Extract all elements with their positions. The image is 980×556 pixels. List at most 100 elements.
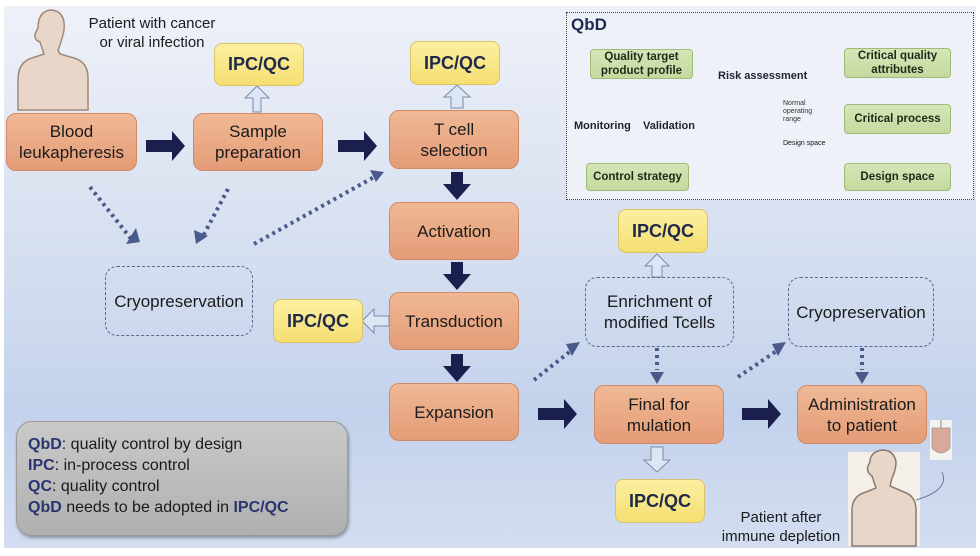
arrow-activation-to-transduction	[443, 262, 471, 290]
patient-bottom-line-1: Patient after	[740, 509, 822, 526]
optional-text: modified Tcells	[603, 313, 716, 332]
optional-text: Enrichment of	[607, 292, 712, 311]
optional-text: Cryopreservation	[796, 302, 926, 322]
legend-key: IPC/QC	[233, 499, 289, 516]
qc-text: IPC/QC	[227, 54, 290, 74]
qc-box-tcell: IPC/QC	[410, 41, 500, 85]
qc-text: IPC/QC	[286, 310, 349, 331]
qbd-node-text: Critical quality	[857, 50, 938, 62]
qc-text: IPC/QC	[631, 220, 694, 241]
normal-line: range	[783, 116, 801, 123]
legend-key: QbD	[28, 436, 62, 453]
arrow-blood-to-sample	[146, 131, 185, 161]
step-text: selection	[420, 140, 488, 160]
legend-line-4: QbD needs to be adopted in IPC/QC	[28, 497, 347, 518]
qbd-node-control-strategy: Control strategy	[586, 163, 689, 191]
optional-cryopreservation-left: Cryopreservation	[105, 266, 253, 336]
patient-top-line-1: Patient with cancer	[88, 15, 216, 32]
validation-label: Validation	[643, 120, 695, 132]
step-expansion: Expansion	[389, 383, 519, 441]
step-text: Blood	[49, 122, 94, 141]
dotted-head-4	[566, 342, 580, 356]
legend-key: QC	[28, 478, 52, 495]
arrow-transduction-to-expansion	[443, 354, 471, 382]
normal-operating-range-label: Normal operating range	[783, 100, 812, 124]
qc-arrow-transduction	[361, 307, 390, 335]
step-text: Expansion	[414, 402, 494, 422]
patient-bottom-icon	[848, 449, 944, 547]
optional-enrichment: Enrichment of modified Tcells	[585, 277, 734, 347]
qbd-node-text: Design space	[860, 171, 935, 183]
legend-text: : quality control	[52, 478, 160, 495]
qbd-node-text: Quality target	[604, 51, 679, 63]
dotted-blood-to-cryo	[88, 185, 134, 242]
arrow-sample-to-tcell	[338, 131, 377, 161]
qc-arrow-enrichment	[643, 253, 671, 278]
step-text: Sample	[229, 122, 287, 141]
dotted-head-5	[650, 372, 664, 384]
qc-box-enrichment: IPC/QC	[618, 209, 708, 253]
dotted-head-3	[370, 170, 384, 182]
qbd-node-text: Critical process	[854, 113, 941, 125]
step-text: leukapheresis	[19, 143, 124, 162]
step-text: to patient	[827, 415, 897, 435]
patient-bottom-label: Patient after immune depletion	[706, 508, 856, 546]
patient-top-line-2: or viral infection	[99, 34, 205, 51]
qbd-node-text: Control strategy	[593, 171, 682, 183]
qc-box-final: IPC/QC	[615, 479, 705, 523]
legend-line-1: QbD: quality control by design	[28, 434, 347, 455]
step-text: Activation	[417, 221, 491, 241]
monitoring-label: Monitoring	[574, 120, 631, 132]
dotted-head-6	[772, 342, 786, 356]
dotted-head-1	[126, 228, 140, 244]
qbd-node-qtpp: Quality target product profile	[590, 49, 693, 79]
step-transduction: Transduction	[389, 292, 519, 350]
dotted-expansion-to-enrichment	[532, 348, 574, 382]
step-activation: Activation	[389, 202, 519, 260]
dotted-sample-to-cryo	[200, 188, 230, 239]
design-space-label: Design space	[783, 140, 826, 147]
qc-text: IPC/QC	[628, 490, 691, 511]
legend-key: IPC	[28, 457, 55, 474]
qbd-node-design-space: Design space	[844, 163, 951, 191]
optional-cryopreservation-right: Cryopreservation	[788, 277, 934, 347]
qc-arrow-tcell	[442, 84, 472, 109]
step-text: preparation	[214, 143, 301, 162]
qc-arrow-final	[642, 446, 672, 473]
qbd-node-text: product profile	[600, 65, 683, 77]
qbd-node-critical-process: Critical process	[844, 104, 951, 134]
step-text: Final for	[628, 394, 690, 414]
legend-box: QbD: quality control by design IPC: in-p…	[16, 421, 348, 536]
legend-text: : quality control by design	[61, 436, 243, 453]
dotted-head-2	[194, 230, 208, 244]
qbd-title: QbD	[571, 15, 607, 34]
dotted-cryo-to-tcell	[253, 174, 377, 246]
patient-top-icon	[17, 9, 89, 111]
arrow-tcell-to-activation	[443, 172, 471, 200]
arrow-final-to-administration	[742, 399, 781, 429]
step-text: mulation	[626, 415, 692, 435]
optional-text: Cryopreservation	[114, 291, 244, 311]
patient-top-label: Patient with cancer or viral infection	[72, 14, 232, 52]
step-text: Transduction	[405, 311, 503, 331]
legend-line-2: IPC: in-process control	[28, 455, 347, 476]
normal-line: operating	[783, 108, 813, 115]
qbd-node-text: attributes	[871, 64, 924, 76]
step-text: Administration	[808, 394, 916, 414]
patient-bottom-line-2: immune depletion	[721, 528, 841, 545]
step-blood-leukapheresis: Blood leukapheresis	[6, 113, 137, 171]
qc-text: IPC/QC	[423, 52, 486, 73]
qc-box-sample: IPC/QC	[214, 43, 304, 86]
legend-key: QbD	[28, 499, 62, 516]
legend-text: needs to be adopted in	[61, 499, 234, 516]
step-sample-preparation: Sample preparation	[193, 113, 323, 171]
dotted-head-7	[855, 372, 869, 384]
step-text: T cell	[433, 119, 475, 139]
qc-arrow-sample	[243, 85, 271, 113]
risk-assessment-label: Risk assessment	[718, 70, 808, 82]
legend-text: : in-process control	[54, 457, 190, 474]
